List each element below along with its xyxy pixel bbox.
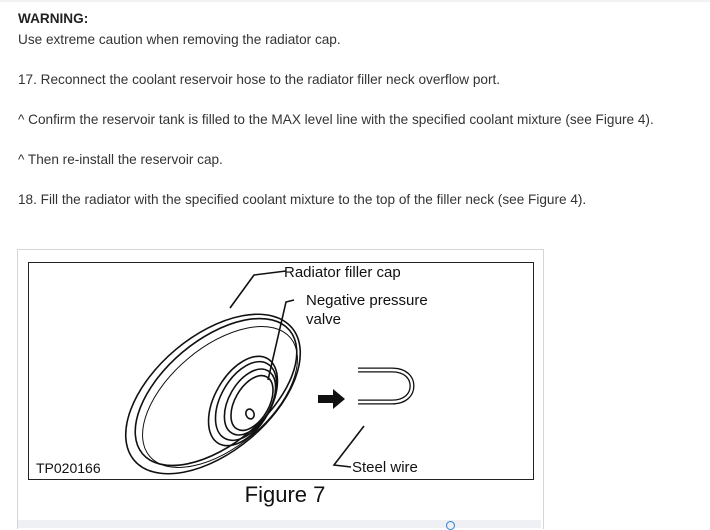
figure-caption: Figure 7 [244, 482, 326, 507]
top-divider [0, 0, 710, 2]
radiator-cap-illustration [124, 270, 415, 475]
cap-body [124, 313, 302, 475]
figure-border [28, 262, 534, 480]
direction-arrow-icon [318, 389, 345, 409]
figure-code: TP020166 [36, 460, 101, 476]
footer-band [18, 520, 541, 528]
cap-leader-line [229, 270, 287, 309]
step-17-note-1: ^ Confirm the reservoir tank is filled t… [18, 112, 654, 127]
label-steel-wire: Steel wire [352, 459, 418, 476]
label-radiator-filler-cap: Radiator filler cap [284, 264, 401, 281]
warning-text: Use extreme caution when removing the ra… [18, 32, 341, 47]
warning-title: WARNING: [18, 11, 89, 26]
wire-leader-line [332, 425, 365, 468]
circle-icon[interactable] [446, 521, 455, 530]
steel-wire-clip [358, 367, 415, 405]
valve-leader-line [267, 299, 295, 381]
figure-container [17, 249, 544, 529]
valve-rings [207, 355, 279, 447]
step-18: 18. Fill the radiator with the specified… [18, 192, 587, 207]
step-17: 17. Reconnect the coolant reservoir hose… [18, 72, 501, 87]
step-17-note-2: ^ Then re-install the reservoir cap. [18, 152, 223, 167]
label-negative-pressure: Negative pressure [306, 292, 428, 309]
label-valve: valve [306, 311, 342, 328]
